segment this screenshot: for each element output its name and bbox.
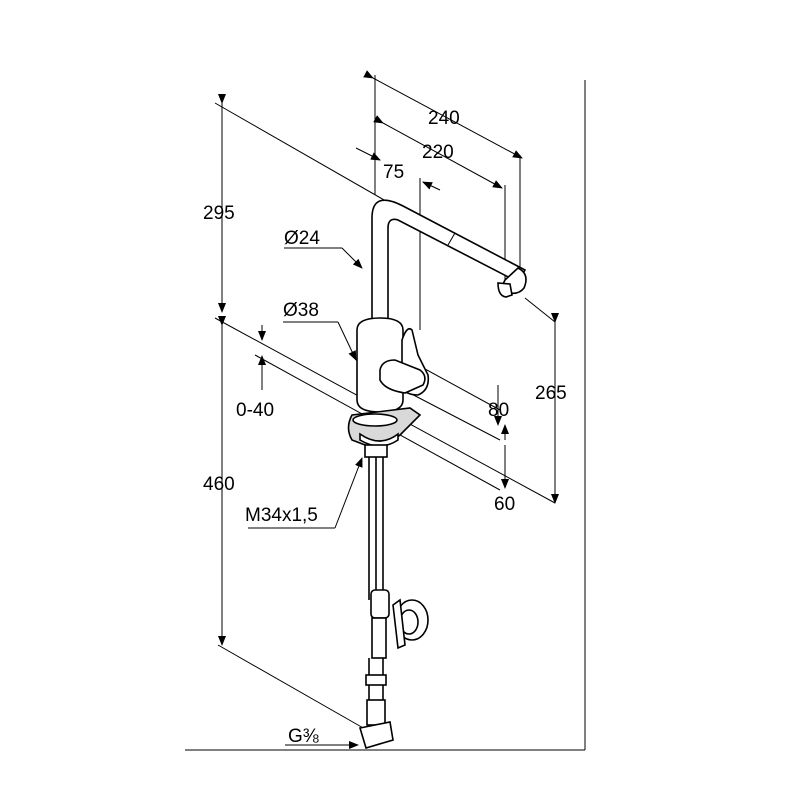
dimension-0-40: 0-40 <box>236 400 274 421</box>
dimension-460: 460 <box>203 474 235 495</box>
thread-label: M34x1,5 <box>245 505 318 526</box>
supply-hoses <box>358 444 429 749</box>
dimension-diameter-24: Ø24 <box>284 228 320 249</box>
dimension-295: 295 <box>203 203 235 224</box>
faucet-body <box>347 199 527 447</box>
dimension-labels: 240 220 75 295 Ø24 Ø38 0-40 80 265 460 6… <box>203 108 567 747</box>
dimension-265: 265 <box>535 383 567 404</box>
dimension-220: 220 <box>422 142 454 163</box>
connection-label: G⅜ <box>288 726 319 747</box>
dimension-80: 80 <box>488 400 509 421</box>
dimension-60: 60 <box>494 494 515 515</box>
dimension-240: 240 <box>428 108 460 129</box>
dimension-diameter-38: Ø38 <box>283 300 319 321</box>
dimension-75: 75 <box>383 162 404 183</box>
